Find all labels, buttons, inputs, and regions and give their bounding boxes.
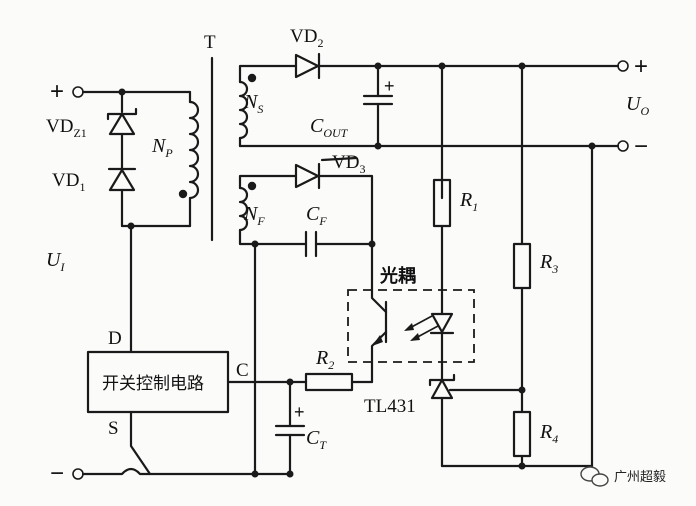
np-label: NP xyxy=(151,135,173,160)
pin-d-label: D xyxy=(108,328,122,349)
tl431-regulator xyxy=(428,373,524,468)
capacitor-cout xyxy=(362,64,394,148)
optocoupler-label: 光耦 xyxy=(379,265,416,287)
r3-label: R3 xyxy=(539,251,558,276)
svg-text:−: − xyxy=(634,133,648,160)
source-wire xyxy=(129,410,152,476)
tl431-label: TL431 xyxy=(364,396,416,417)
capacitor-cf xyxy=(253,230,374,258)
wechat-logo-icon xyxy=(580,466,609,487)
cout-polarity: + xyxy=(384,76,395,96)
resistor-r4 xyxy=(512,410,532,458)
diode-vd1 xyxy=(107,167,137,192)
output-plus-terminal: + xyxy=(617,53,648,80)
output-minus-terminal: − xyxy=(617,133,648,160)
optocoupler-box xyxy=(347,289,475,363)
controller-label: 开关控制电路 xyxy=(102,374,204,394)
pin-c-label: C xyxy=(236,360,249,381)
r4-label: R4 xyxy=(539,421,558,446)
np-dot-marker xyxy=(178,189,188,199)
cf-label: CF xyxy=(306,203,327,228)
ct-label: CT xyxy=(306,427,327,452)
transformer-label: T xyxy=(204,32,216,53)
watermark-text: 广州超毅 xyxy=(614,469,666,485)
secondary-top-wire xyxy=(238,64,298,72)
input-plus-terminal: + xyxy=(50,78,84,105)
input-minus-terminal: − xyxy=(50,460,84,487)
feedback-wire xyxy=(317,174,374,246)
ns-label: NS xyxy=(243,91,263,116)
pin-s-label: S xyxy=(108,418,119,439)
svg-text:+: + xyxy=(50,78,64,105)
resistor-r3 xyxy=(512,242,532,290)
secondary-winding-ns xyxy=(238,80,249,140)
output-voltage-label: UO xyxy=(626,93,649,118)
ct-polarity: + xyxy=(294,402,305,422)
primary-winding-np xyxy=(188,100,200,200)
nf-label: NF xyxy=(243,203,265,228)
r1-label: R1 xyxy=(459,189,478,214)
junction-dot xyxy=(251,470,259,478)
ns-dot-marker xyxy=(247,73,257,83)
vd3-label: VD3 xyxy=(332,152,365,176)
optical-coupling-arrows xyxy=(404,315,439,341)
resistor-r1 xyxy=(432,178,452,228)
junction-dot xyxy=(518,462,526,470)
vd1-label: VD1 xyxy=(52,170,85,194)
svg-text:+: + xyxy=(634,53,648,80)
optocoupler-led xyxy=(429,64,455,382)
phototransistor xyxy=(370,242,388,384)
vdz1-label: VDZ1 xyxy=(46,116,87,140)
junction-dot xyxy=(286,470,294,478)
nf-dot-marker xyxy=(247,181,257,191)
diode-vd2 xyxy=(294,52,321,80)
r2-label: R2 xyxy=(315,347,334,372)
vd3-leader xyxy=(320,156,358,162)
input-ground-rail xyxy=(81,467,292,476)
diode-vd3 xyxy=(294,162,321,190)
input-voltage-label: UI xyxy=(46,249,65,274)
feedback-top-wire xyxy=(238,174,298,182)
nf-lead xyxy=(238,228,257,246)
feedback-winding-nf xyxy=(238,186,249,232)
cout-label: COUT xyxy=(310,115,349,140)
vd2-label: VD2 xyxy=(290,26,323,50)
svg-text:−: − xyxy=(50,460,64,487)
resistor-r2 xyxy=(304,372,354,392)
capacitor-ct xyxy=(274,380,306,476)
junction-dot xyxy=(374,142,382,150)
